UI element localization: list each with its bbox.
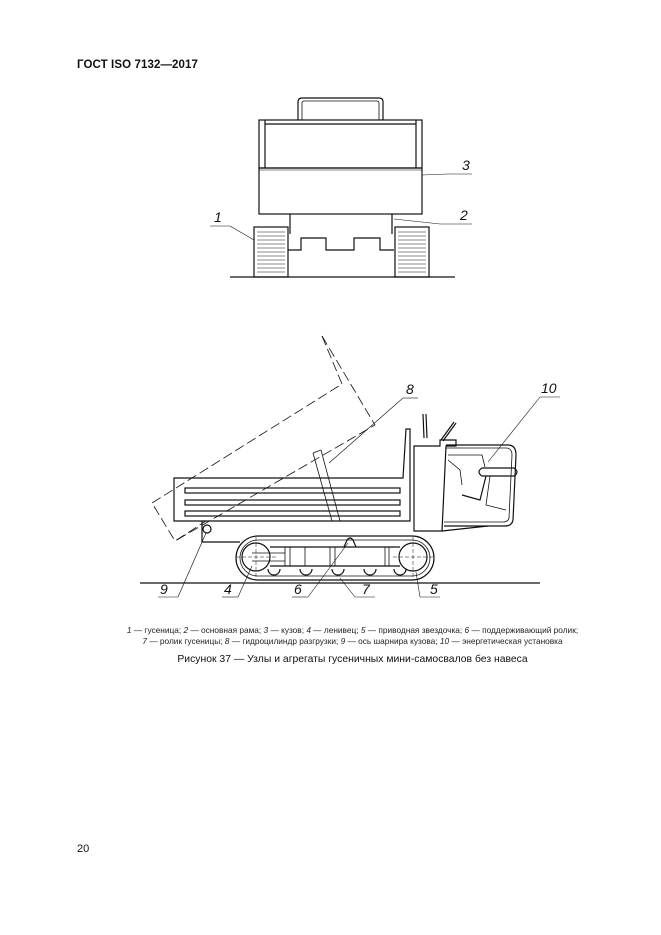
legend-text: кузов;: [281, 625, 305, 635]
dash: —: [133, 625, 143, 635]
legend-num: 3: [263, 625, 269, 635]
legend-text: поддерживающий ролик;: [482, 625, 579, 635]
legend-num: 9: [340, 636, 346, 646]
svg-text:6: 6: [294, 581, 302, 597]
svg-text:1: 1: [214, 209, 222, 225]
svg-text:2: 2: [459, 207, 468, 223]
dash: —: [190, 625, 199, 635]
dash: —: [367, 625, 377, 635]
figure-caption: Рисунок 37 — Узлы и агрегаты гусеничных …: [177, 654, 528, 665]
legend-num: 5: [360, 625, 366, 635]
legend-text: ось шарнира кузова;: [358, 636, 438, 646]
dash: —: [231, 636, 241, 646]
legend-text: гидроцилиндр разгрузки;: [242, 636, 339, 646]
legend-text: гусеница;: [144, 625, 182, 635]
document-header: ГОСТ ISO 7132—2017: [77, 59, 199, 71]
legend-text: ленивец;: [323, 625, 359, 635]
legend-text: основная рама;: [201, 625, 262, 635]
svg-text:9: 9: [160, 581, 168, 597]
legend-text: ролик гусеницы;: [159, 636, 223, 646]
page-number: 20: [77, 843, 90, 855]
dash: —: [149, 636, 158, 646]
legend-num: 7: [142, 636, 147, 646]
front-view: 1 2 3: [210, 97, 472, 278]
legend-num: 10: [439, 636, 450, 646]
svg-text:10: 10: [541, 380, 557, 396]
svg-text:5: 5: [430, 581, 438, 597]
dash: —: [270, 625, 279, 635]
svg-text:4: 4: [224, 581, 232, 597]
svg-text:7: 7: [362, 581, 371, 597]
legend-text: энергетическая установка: [462, 636, 563, 646]
legend-text: приводная звездочка;: [378, 625, 463, 635]
dash: —: [347, 636, 356, 646]
legend-num: 4: [306, 625, 311, 635]
dash: —: [313, 625, 322, 635]
svg-text:3: 3: [462, 157, 470, 173]
legend-num: 8: [224, 636, 230, 646]
legend-num: 1: [126, 625, 132, 635]
legend-num: 6: [464, 625, 470, 635]
side-view: 9 4 6 7 5 8 10: [140, 335, 560, 598]
dash: —: [471, 625, 480, 635]
dash: —: [451, 636, 460, 646]
legend-num: 2: [183, 625, 189, 635]
figure-legend-line-1: 1 — гусеница; 2 — основная рама; 3 — куз…: [60, 625, 645, 636]
figure-legend-line-2: 7 — ролик гусеницы; 8 — гидроцилиндр раз…: [60, 636, 645, 647]
svg-text:8: 8: [406, 381, 414, 397]
